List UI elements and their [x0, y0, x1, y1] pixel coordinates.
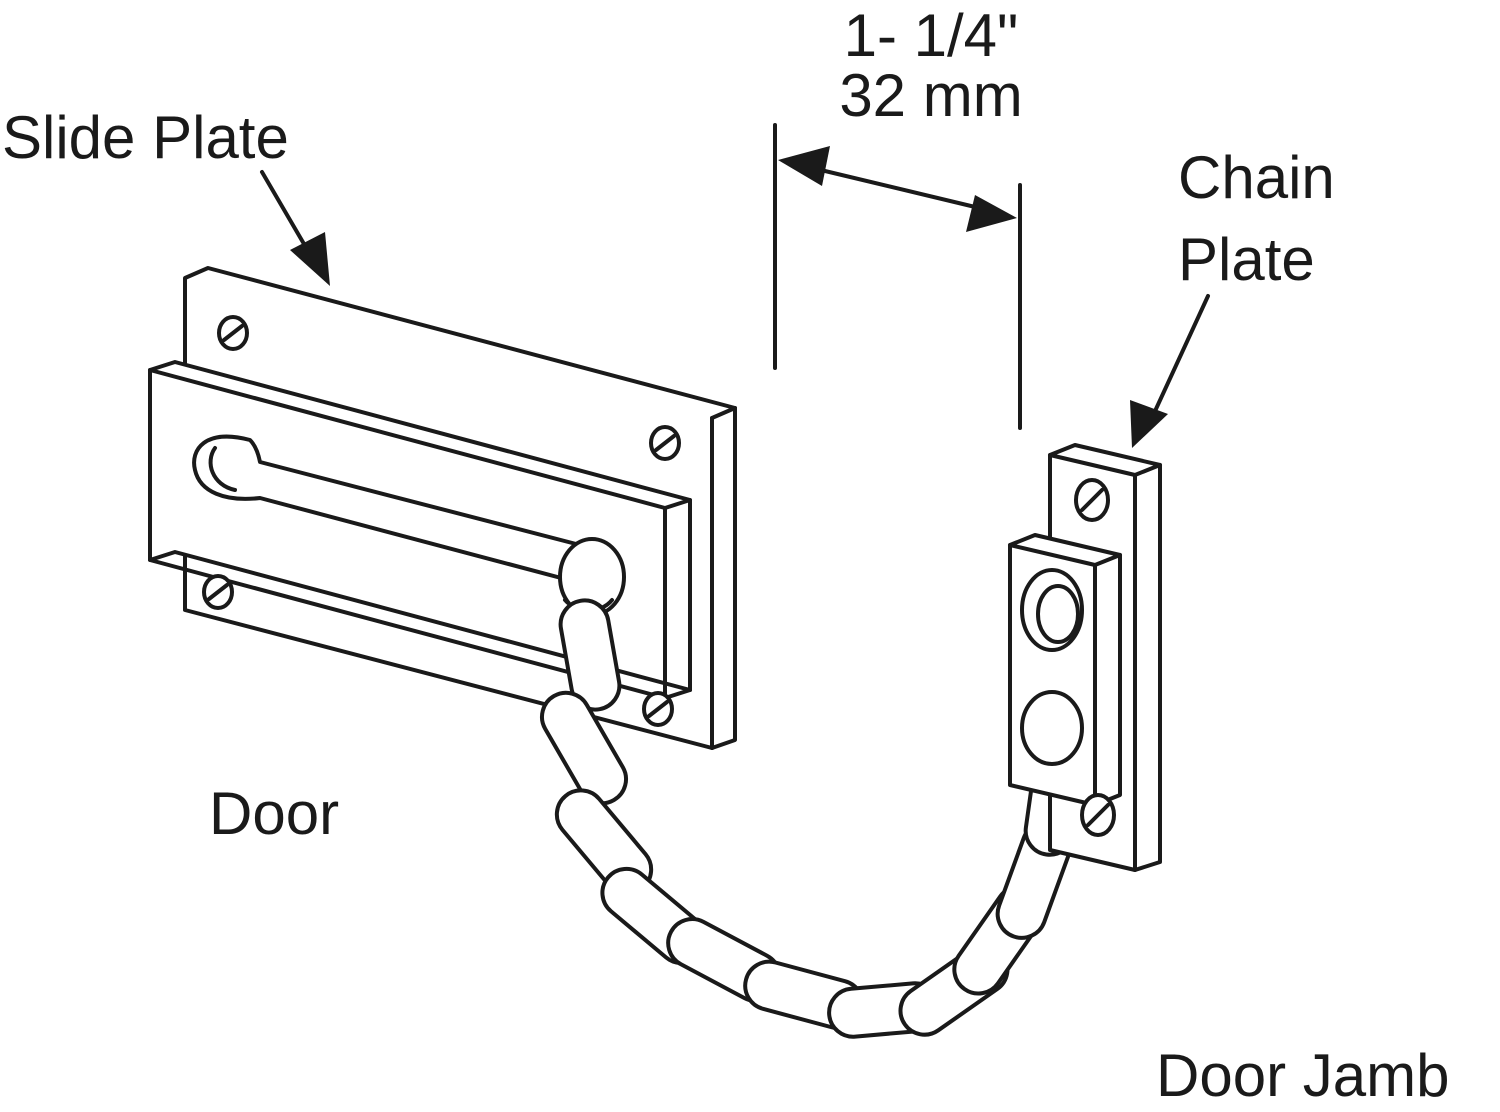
dimension-metric-label: 32 mm — [839, 62, 1023, 129]
dimension-indicator — [773, 123, 1022, 430]
chain-plate-large-hole — [1020, 568, 1084, 652]
dimension-line — [798, 163, 998, 214]
slide-plate-leader-arrow — [260, 170, 330, 286]
door-label: Door — [209, 780, 340, 847]
slide-plate-label: Slide Plate — [2, 104, 289, 171]
chain-plate-label-line1: Chain — [1178, 144, 1335, 211]
chain-plate-leader-arrow — [1130, 294, 1210, 448]
screw-hole-bottom-left — [202, 574, 234, 610]
door-jamb-label: Door Jamb — [1156, 1042, 1450, 1109]
chain-plate-label-line2: Plate — [1178, 226, 1315, 293]
arrowhead-left — [778, 146, 830, 186]
dimension-fraction-label: 1- 1/4" — [843, 2, 1019, 69]
screw-hole-right-lower — [642, 691, 674, 727]
arrowhead-right — [966, 195, 1017, 232]
slide-plate — [148, 266, 737, 750]
screw-hole-top-left — [217, 315, 249, 351]
chain-plate-rivet — [1020, 690, 1084, 766]
chain-plate-screw-hole-top — [1074, 478, 1110, 522]
chain-plate — [1008, 443, 1162, 872]
screw-hole-right-upper — [649, 425, 681, 461]
chain-plate-screw-hole-bottom — [1080, 793, 1116, 837]
chain — [540, 598, 1085, 1039]
